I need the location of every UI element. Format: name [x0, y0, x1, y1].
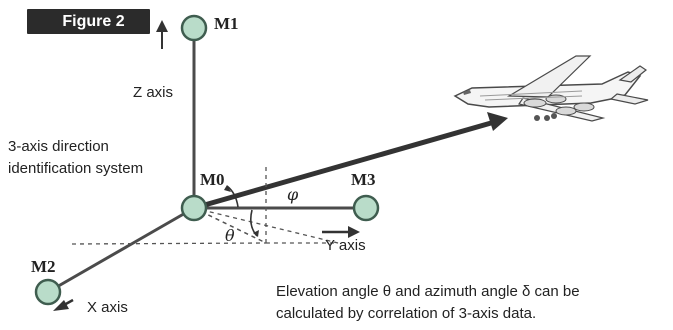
- m0-node: [180, 194, 208, 222]
- m2-label: M2: [31, 257, 56, 276]
- system-label-line1: 3-axis direction: [8, 138, 109, 155]
- system-label-line2: identification system: [8, 160, 144, 177]
- aircraft-direction-line: [193, 118, 499, 211]
- caption-line2: calculated by correlation of 3-axis data…: [276, 305, 537, 322]
- figure-badge: Figure 2: [27, 9, 150, 34]
- phi-arc-arrow: [224, 185, 231, 192]
- z-axis-label: Z axis: [133, 84, 174, 101]
- y-axis-arrow-head: [348, 226, 360, 238]
- aircraft-direction-arrowhead: [487, 112, 508, 131]
- phi-arc: [226, 185, 239, 208]
- theta-label: θ: [225, 226, 235, 245]
- x-axis-line: [47, 206, 195, 294]
- theta-arc-arrow: [253, 230, 259, 237]
- m0-label: M0: [200, 170, 225, 189]
- m1-node: [180, 14, 208, 42]
- m2-node: [34, 278, 62, 306]
- projection-dashed-line: [193, 207, 267, 244]
- phi-label: φ: [287, 185, 299, 204]
- z-axis-arrow-head: [156, 20, 168, 32]
- m1-label: M1: [214, 14, 239, 33]
- aircraft-icon: [453, 55, 649, 122]
- caption-line1: Elevation angle θ and azimuth angle δ ca…: [276, 283, 580, 300]
- y-axis-label: Y axis: [325, 237, 366, 254]
- m3-label: M3: [351, 170, 376, 189]
- m3-node: [352, 194, 380, 222]
- x-axis-label: X axis: [87, 299, 128, 316]
- baseline-dashed-line: [71, 242, 267, 245]
- x-axis-arrow-head: [53, 300, 69, 311]
